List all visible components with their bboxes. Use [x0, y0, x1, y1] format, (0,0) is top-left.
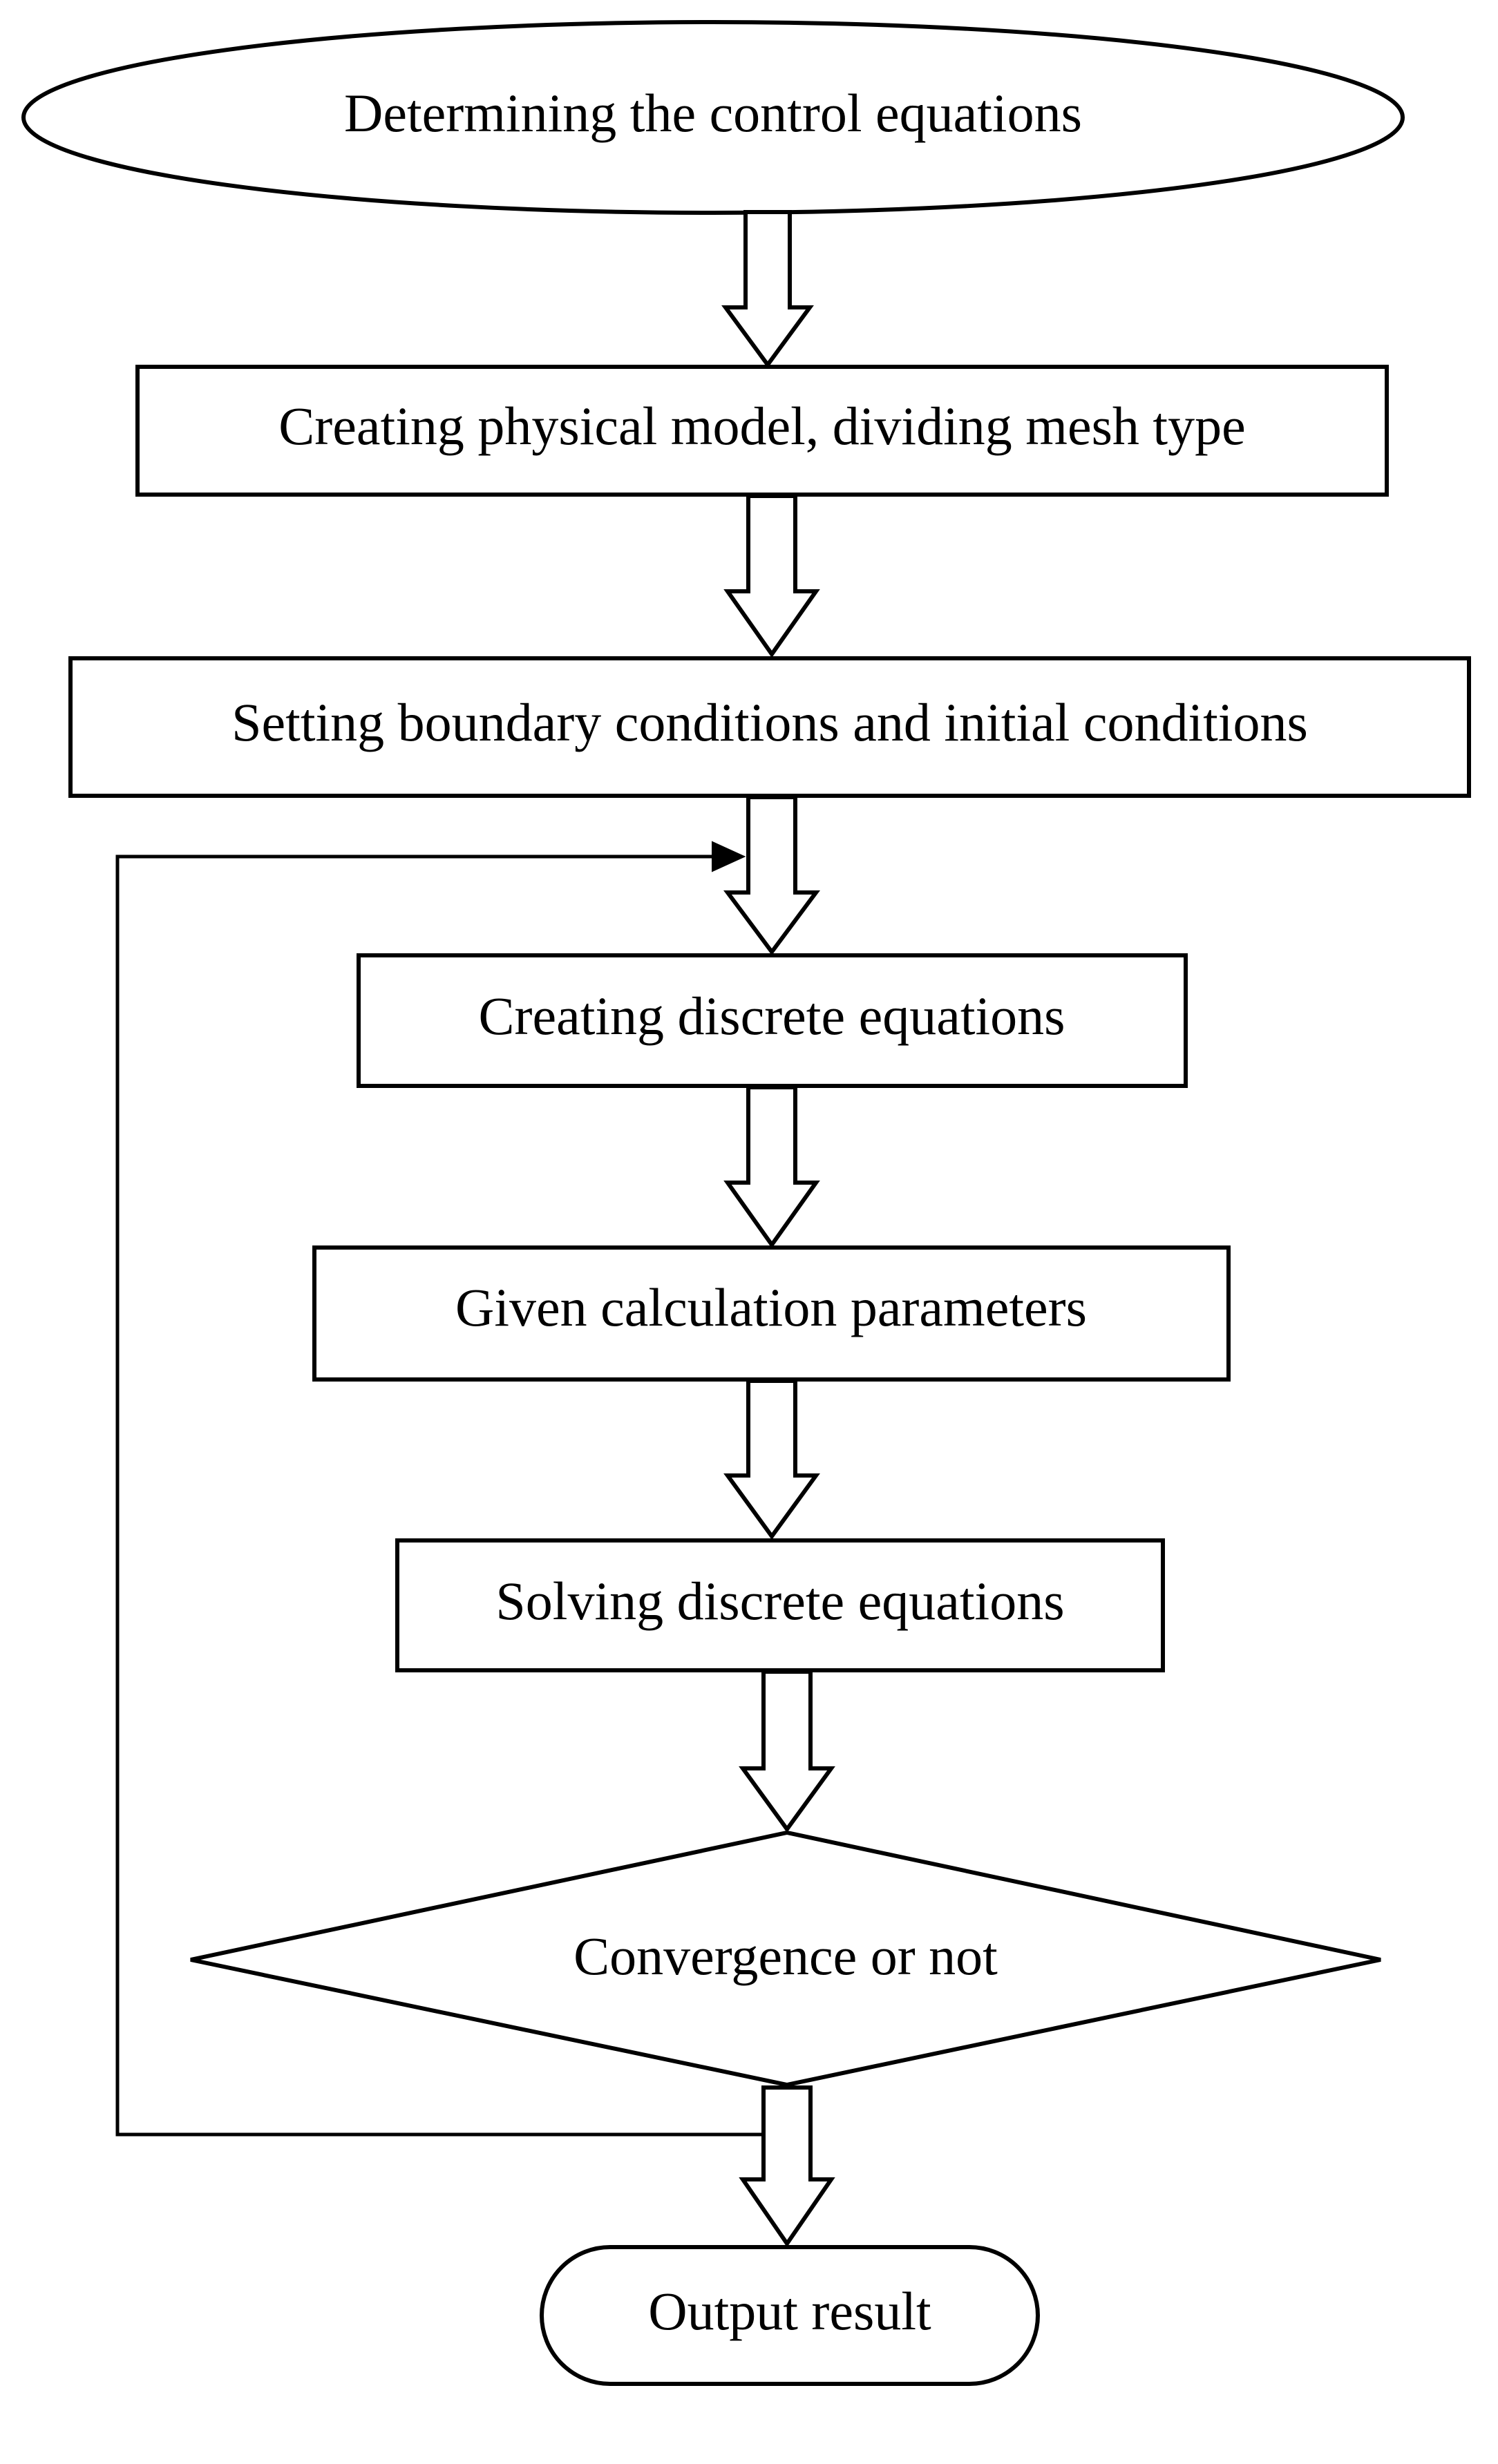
step1-label: Creating physical model, dividing mesh t…	[278, 396, 1245, 456]
step3-label: Creating discrete equations	[478, 986, 1065, 1046]
node-step2: Setting boundary conditions and initial …	[68, 656, 1471, 798]
step2-box	[68, 656, 1471, 798]
feedback-loop-line	[115, 854, 764, 2137]
node-step5: Solving discrete equations	[395, 1538, 1165, 1672]
arrow-step5-to-decision	[739, 1670, 835, 1833]
step1-box	[135, 365, 1389, 497]
node-decision: Convergence or not	[190, 1830, 1381, 2088]
step5-label: Solving discrete equations	[495, 1571, 1064, 1631]
arrow-step4-to-step5	[723, 1379, 820, 1540]
feedback-loop	[115, 841, 764, 2137]
node-step1: Creating physical model, dividing mesh t…	[135, 365, 1389, 497]
arrow-step2-to-step3	[723, 795, 820, 956]
arrow-decision-to-end	[739, 2085, 835, 2248]
node-step3: Creating discrete equations	[357, 953, 1188, 1088]
node-step4: Given calculation parameters	[312, 1245, 1231, 1382]
node-start: Determining the control equations	[21, 20, 1405, 215]
step4-label: Given calculation parameters	[455, 1277, 1087, 1337]
step2-label: Setting boundary conditions and initial …	[231, 692, 1308, 752]
arrow-step3-to-step4	[723, 1085, 820, 1249]
arrow-step1-to-step2	[723, 494, 820, 658]
feedback-loop-arrowhead	[712, 841, 746, 872]
step3-box	[357, 953, 1188, 1088]
decision-diamond	[190, 1830, 1381, 2088]
decision-label: Convergence or not	[573, 1926, 998, 1986]
end-terminator	[540, 2245, 1040, 2386]
end-label: Output result	[648, 2281, 931, 2341]
start-ellipse	[21, 20, 1405, 215]
start-label: Determining the control equations	[344, 83, 1082, 143]
node-end: Output result	[540, 2245, 1040, 2386]
arrow-start-to-step1	[721, 210, 814, 369]
